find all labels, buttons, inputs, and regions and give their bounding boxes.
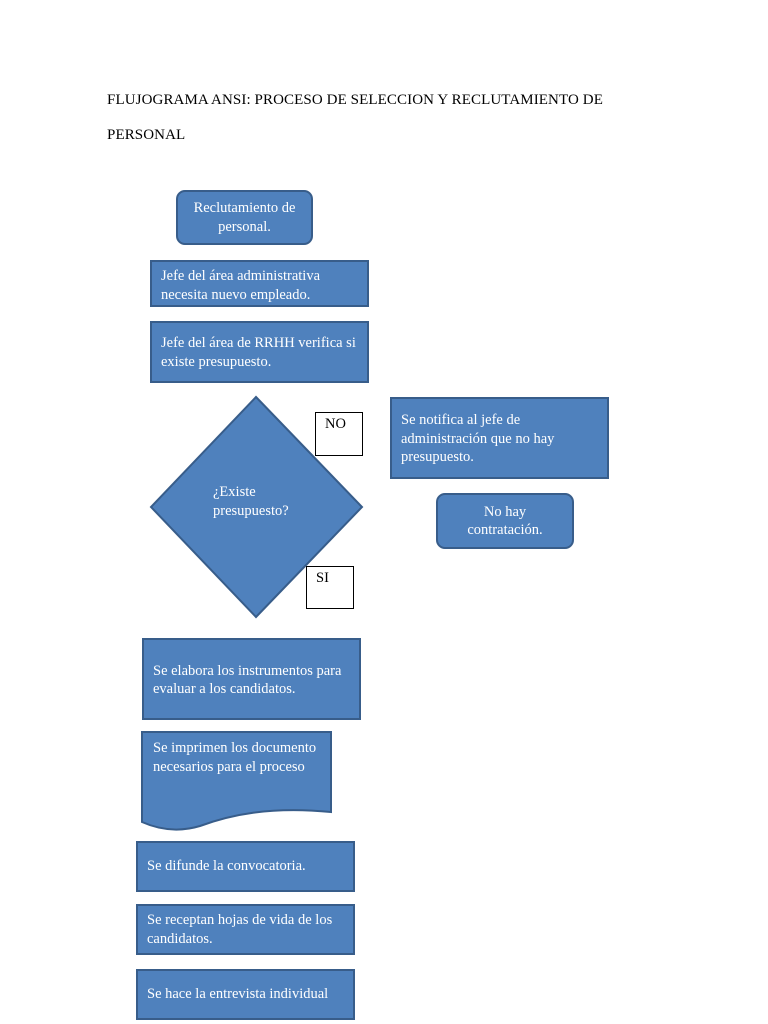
process-step-announcement-label: Se difunde la convocatoria. bbox=[147, 858, 306, 875]
start-terminator-label: Reclutamiento de personal. bbox=[193, 200, 296, 235]
process-step-instruments: Se elabora los instrumentos para evaluar… bbox=[142, 638, 361, 720]
end-no-hire-terminator: No hay contratación. bbox=[436, 493, 574, 549]
process-step-announcement: Se difunde la convocatoria. bbox=[136, 841, 355, 892]
decision-no-label: NO bbox=[315, 412, 363, 456]
process-step-interview: Se hace la entrevista individual bbox=[136, 969, 355, 1020]
decision-si-text: SI bbox=[316, 570, 329, 586]
process-step-area-need: Jefe del área administrativa necesita nu… bbox=[150, 260, 369, 307]
decision-si-label: SI bbox=[306, 566, 354, 609]
process-notify-no-budget-label: Se notifica al jefe de administración qu… bbox=[401, 412, 555, 465]
process-step-budget-check: Jefe del área de RRHH verifica si existe… bbox=[150, 321, 369, 383]
document-label: Se imprimen los documento necesarios par… bbox=[153, 740, 317, 775]
title-line-2: PERSONAL bbox=[107, 127, 186, 143]
process-step-receive-cv: Se receptan hojas de vida de los candida… bbox=[136, 904, 355, 955]
process-notify-no-budget: Se notifica al jefe de administración qu… bbox=[390, 397, 609, 479]
title-line-1: FLUJOGRAMA ANSI: PROCESO DE SELECCION Y … bbox=[107, 92, 603, 108]
process-step-instruments-label: Se elabora los instrumentos para evaluar… bbox=[153, 662, 342, 698]
decision-no-text: NO bbox=[325, 416, 346, 432]
decision-label: ¿Existe presupuesto? bbox=[213, 484, 289, 519]
start-terminator: Reclutamiento de personal. bbox=[176, 190, 313, 245]
process-step-interview-label: Se hace la entrevista individual bbox=[147, 986, 329, 1003]
process-step-receive-cv-label: Se receptan hojas de vida de los candida… bbox=[147, 912, 333, 947]
end-no-hire-label: No hay contratación. bbox=[467, 503, 543, 539]
process-step-area-need-label: Jefe del área administrativa necesita nu… bbox=[161, 268, 321, 303]
process-step-budget-check-label: Jefe del área de RRHH verifica si existe… bbox=[161, 335, 356, 370]
